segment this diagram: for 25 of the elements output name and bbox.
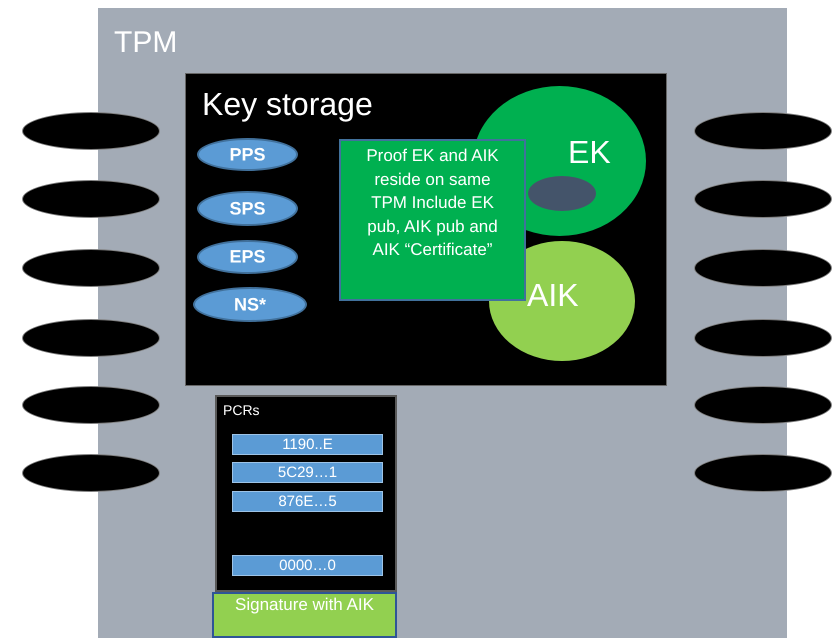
register-bar	[232, 555, 383, 576]
dark-ellipse	[528, 176, 596, 211]
signature-box	[212, 592, 397, 638]
node-label: 0000…0	[278, 557, 337, 574]
register-bar	[232, 462, 383, 483]
storage-panel	[185, 73, 667, 386]
register-bar	[232, 434, 383, 455]
node-label: Proof EK and AIK reside on same TPM Include EK pub, AIK pub and AIK “Certificate”	[365, 145, 500, 261]
node-label: PPS	[228, 144, 267, 165]
node-label: SPS	[228, 198, 267, 219]
node-label: EPS	[228, 246, 267, 268]
node-label: 1190..E	[281, 436, 334, 453]
node-label: EK	[568, 134, 611, 171]
panel-title: PCRs	[223, 402, 260, 418]
node-label: Signature with AIK	[234, 594, 375, 616]
node-label: 876E…5	[277, 493, 338, 510]
node-label: AIK	[527, 277, 579, 314]
panel-title: Key storage	[202, 86, 373, 123]
node-label: NS*	[232, 294, 267, 315]
note-box	[339, 139, 526, 301]
node-label: 5C29…1	[276, 464, 338, 481]
panel-title: TPM	[114, 26, 178, 60]
register-panel	[215, 395, 397, 592]
chip-panel	[98, 8, 787, 638]
register-bar	[232, 491, 383, 512]
